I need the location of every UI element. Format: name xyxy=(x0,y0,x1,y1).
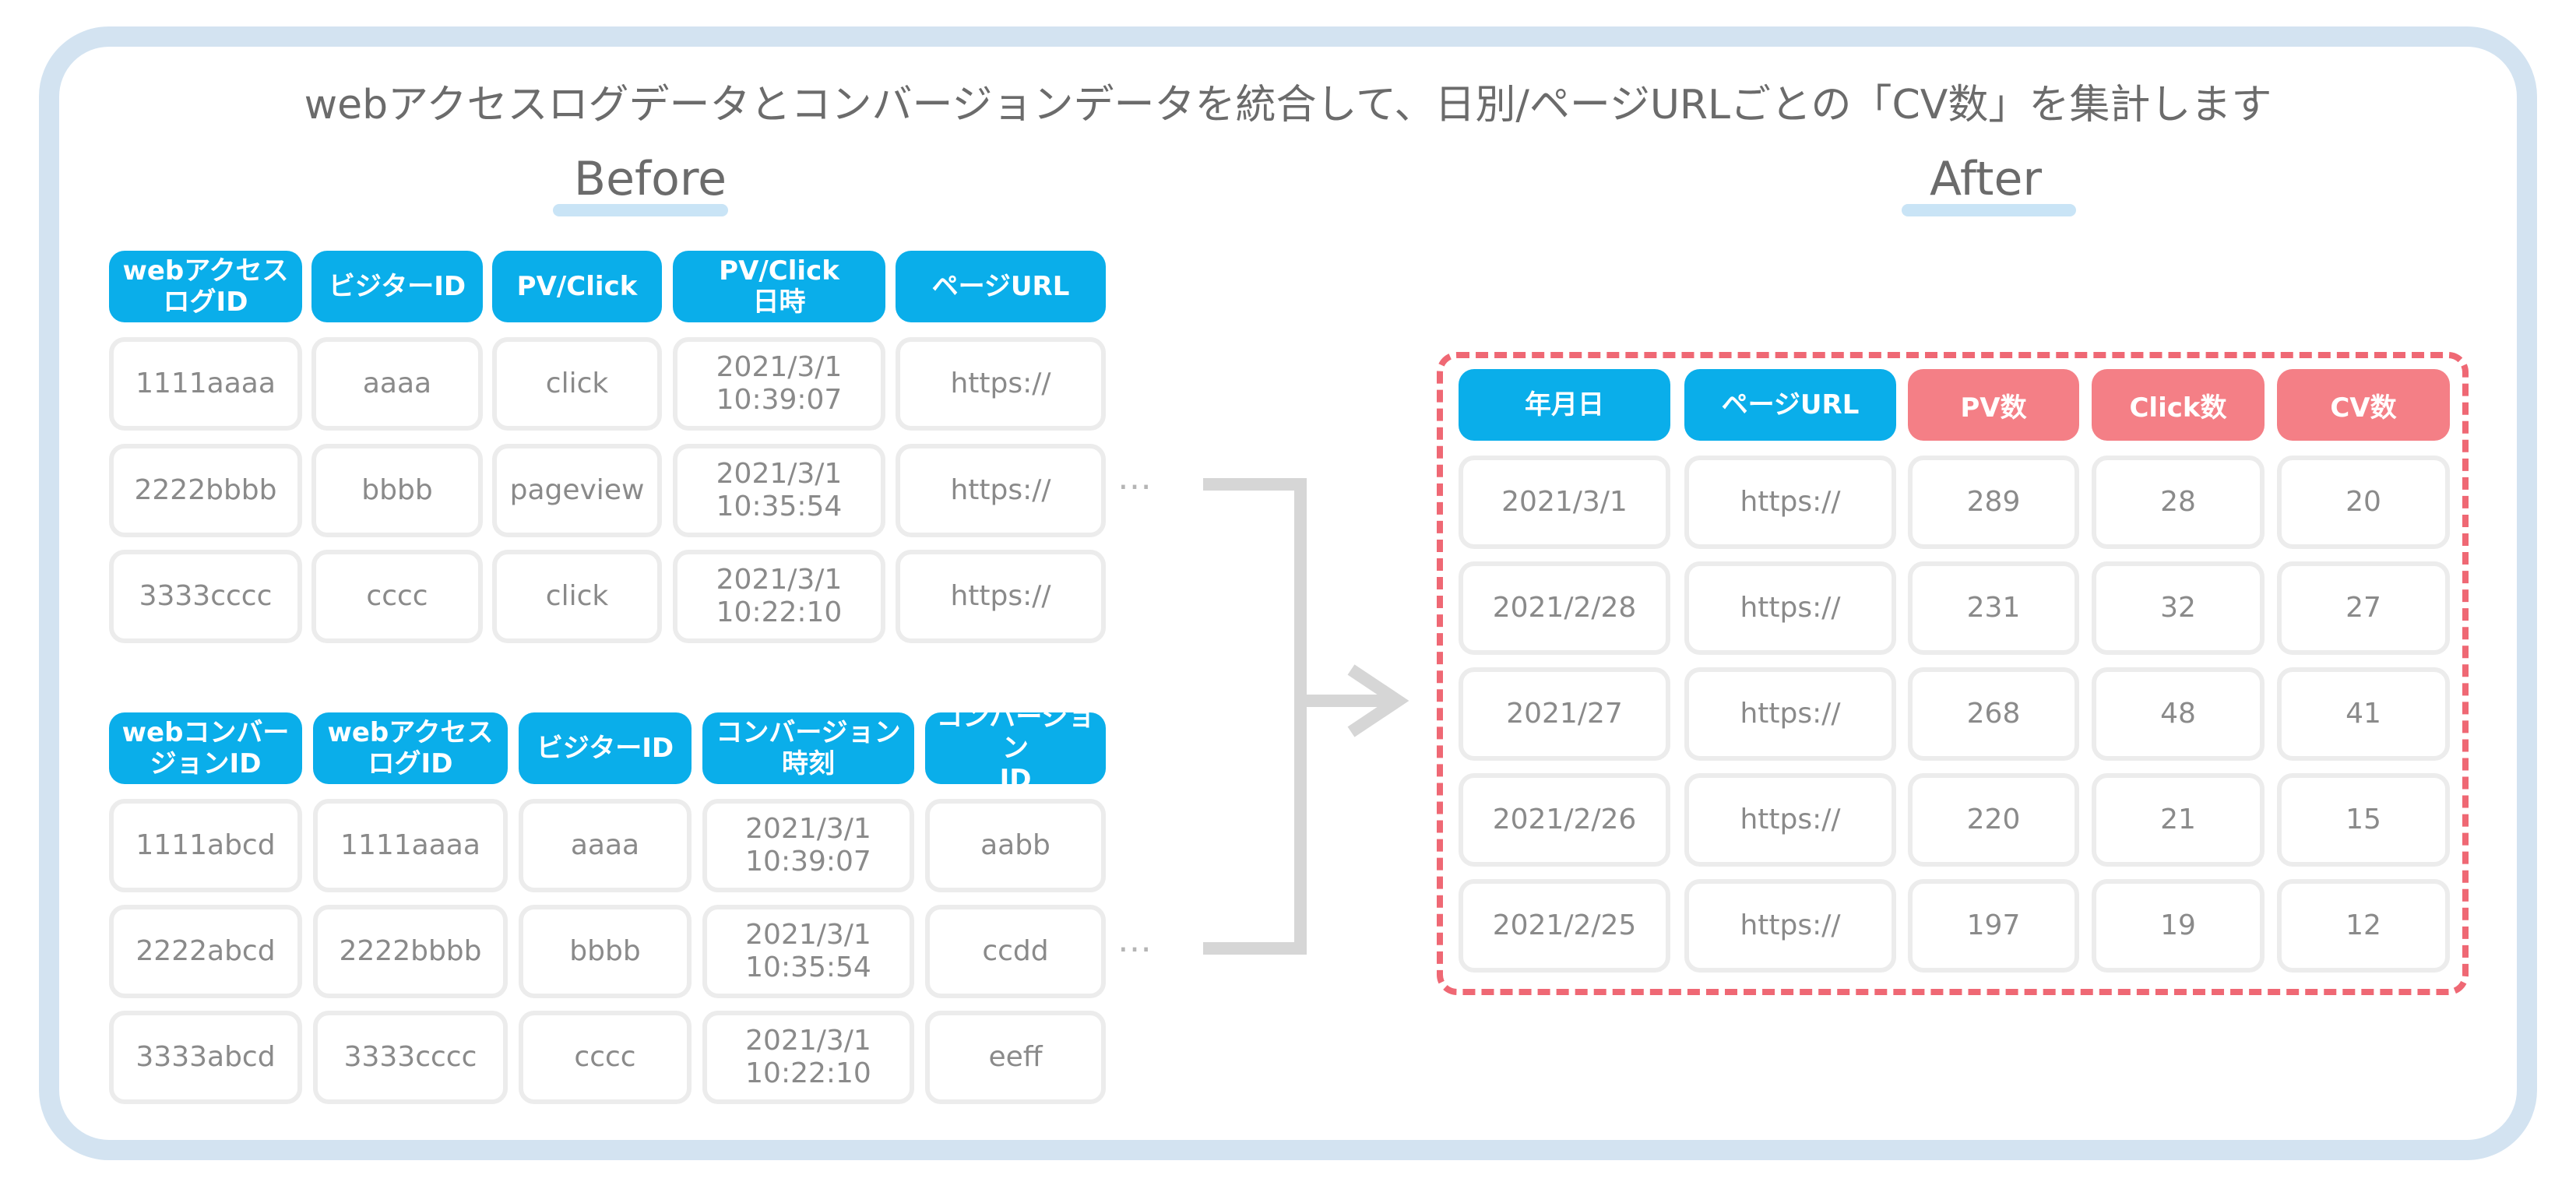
conv-cell: 2021/3/1 10:35:54 xyxy=(702,905,914,998)
result-cell: https:// xyxy=(1684,667,1896,761)
access-cell: 2021/3/1 10:35:54 xyxy=(673,444,885,537)
access-cell: pageview xyxy=(492,444,662,537)
access-cell: click xyxy=(492,337,662,431)
access-cell: 2021/3/1 10:39:07 xyxy=(673,337,885,431)
access-cell: https:// xyxy=(896,444,1106,537)
result-header-cv-count: CV数 xyxy=(2277,369,2450,441)
access-cell: aaaa xyxy=(311,337,483,431)
result-cell: 2021/3/1 xyxy=(1459,456,1670,549)
conversion-ellipsis: … xyxy=(1117,920,1156,960)
access-cell: 3333cccc xyxy=(109,550,302,643)
access-cell: bbbb xyxy=(311,444,483,537)
result-cell: 268 xyxy=(1908,667,2079,761)
access-cell: 2222bbbb xyxy=(109,444,302,537)
access-cell: cccc xyxy=(311,550,483,643)
result-cell: 2021/2/25 xyxy=(1459,879,1670,973)
result-cell: 28 xyxy=(2092,456,2265,549)
result-header-page-url: ページURL xyxy=(1684,369,1896,441)
conv-header-conversion-id: webコンバー ジョンID xyxy=(109,712,302,784)
result-cell: 2021/2/26 xyxy=(1459,773,1670,867)
result-header-click-count: Click数 xyxy=(2092,369,2265,441)
result-cell: https:// xyxy=(1684,456,1896,549)
conv-cell: bbbb xyxy=(519,905,692,998)
conv-cell: ccdd xyxy=(925,905,1106,998)
result-cell: 12 xyxy=(2277,879,2450,973)
result-cell: 27 xyxy=(2277,561,2450,655)
page-title: webアクセスログデータとコンバージョンデータを統合して、日別/ページURLごと… xyxy=(304,82,2272,128)
access-header-log-id: webアクセス ログID xyxy=(109,251,302,322)
conv-header-log-id: webアクセス ログID xyxy=(313,712,508,784)
conv-cell: eeff xyxy=(925,1011,1106,1104)
access-ellipsis: … xyxy=(1117,458,1156,498)
access-cell: https:// xyxy=(896,337,1106,431)
result-cell: 220 xyxy=(1908,773,2079,867)
result-cell: 21 xyxy=(2092,773,2265,867)
conv-cell: aaaa xyxy=(519,799,692,892)
conv-header-time: コンバージョン 時刻 xyxy=(702,712,914,784)
result-cell: 48 xyxy=(2092,667,2265,761)
result-cell: 41 xyxy=(2277,667,2450,761)
result-cell: https:// xyxy=(1684,879,1896,973)
result-cell: 20 xyxy=(2277,456,2450,549)
access-header-datetime: PV/Click 日時 xyxy=(673,251,885,322)
result-cell: 197 xyxy=(1908,879,2079,973)
result-cell: https:// xyxy=(1684,561,1896,655)
conv-cell: 3333cccc xyxy=(313,1011,508,1104)
access-cell: https:// xyxy=(896,550,1106,643)
merge-bracket xyxy=(1203,478,1307,955)
after-underline xyxy=(1902,204,2076,216)
access-cell: 1111aaaa xyxy=(109,337,302,431)
result-cell: 231 xyxy=(1908,561,2079,655)
result-cell: 15 xyxy=(2277,773,2450,867)
conv-cell: cccc xyxy=(519,1011,692,1104)
access-cell: 2021/3/1 10:22:10 xyxy=(673,550,885,643)
conv-cell: 3333abcd xyxy=(109,1011,302,1104)
result-cell: 19 xyxy=(2092,879,2265,973)
conv-cell: aabb xyxy=(925,799,1106,892)
conv-cell: 2222bbbb xyxy=(313,905,508,998)
result-highlight-box xyxy=(1437,352,2469,995)
result-cell: 2021/27 xyxy=(1459,667,1670,761)
access-header-pv-click: PV/Click xyxy=(492,251,662,322)
after-label: After xyxy=(1929,152,2043,206)
conv-cell: 2021/3/1 10:39:07 xyxy=(702,799,914,892)
access-cell: click xyxy=(492,550,662,643)
conv-cell: 1111aaaa xyxy=(313,799,508,892)
conv-cell: 2222abcd xyxy=(109,905,302,998)
result-header-pv-count: PV数 xyxy=(1908,369,2079,441)
conv-cell: 1111abcd xyxy=(109,799,302,892)
result-cell: https:// xyxy=(1684,773,1896,867)
conv-cell: 2021/3/1 10:22:10 xyxy=(702,1011,914,1104)
result-cell: 289 xyxy=(1908,456,2079,549)
before-label: Before xyxy=(573,152,727,206)
arrow-head xyxy=(1347,664,1409,737)
result-cell: 2021/2/28 xyxy=(1459,561,1670,655)
conv-header-visitor-id: ビジターID xyxy=(519,712,692,784)
before-underline xyxy=(553,204,728,216)
result-cell: 32 xyxy=(2092,561,2265,655)
access-header-page-url: ページURL xyxy=(896,251,1106,322)
access-header-visitor-id: ビジターID xyxy=(311,251,483,322)
result-header-date: 年月日 xyxy=(1459,369,1670,441)
